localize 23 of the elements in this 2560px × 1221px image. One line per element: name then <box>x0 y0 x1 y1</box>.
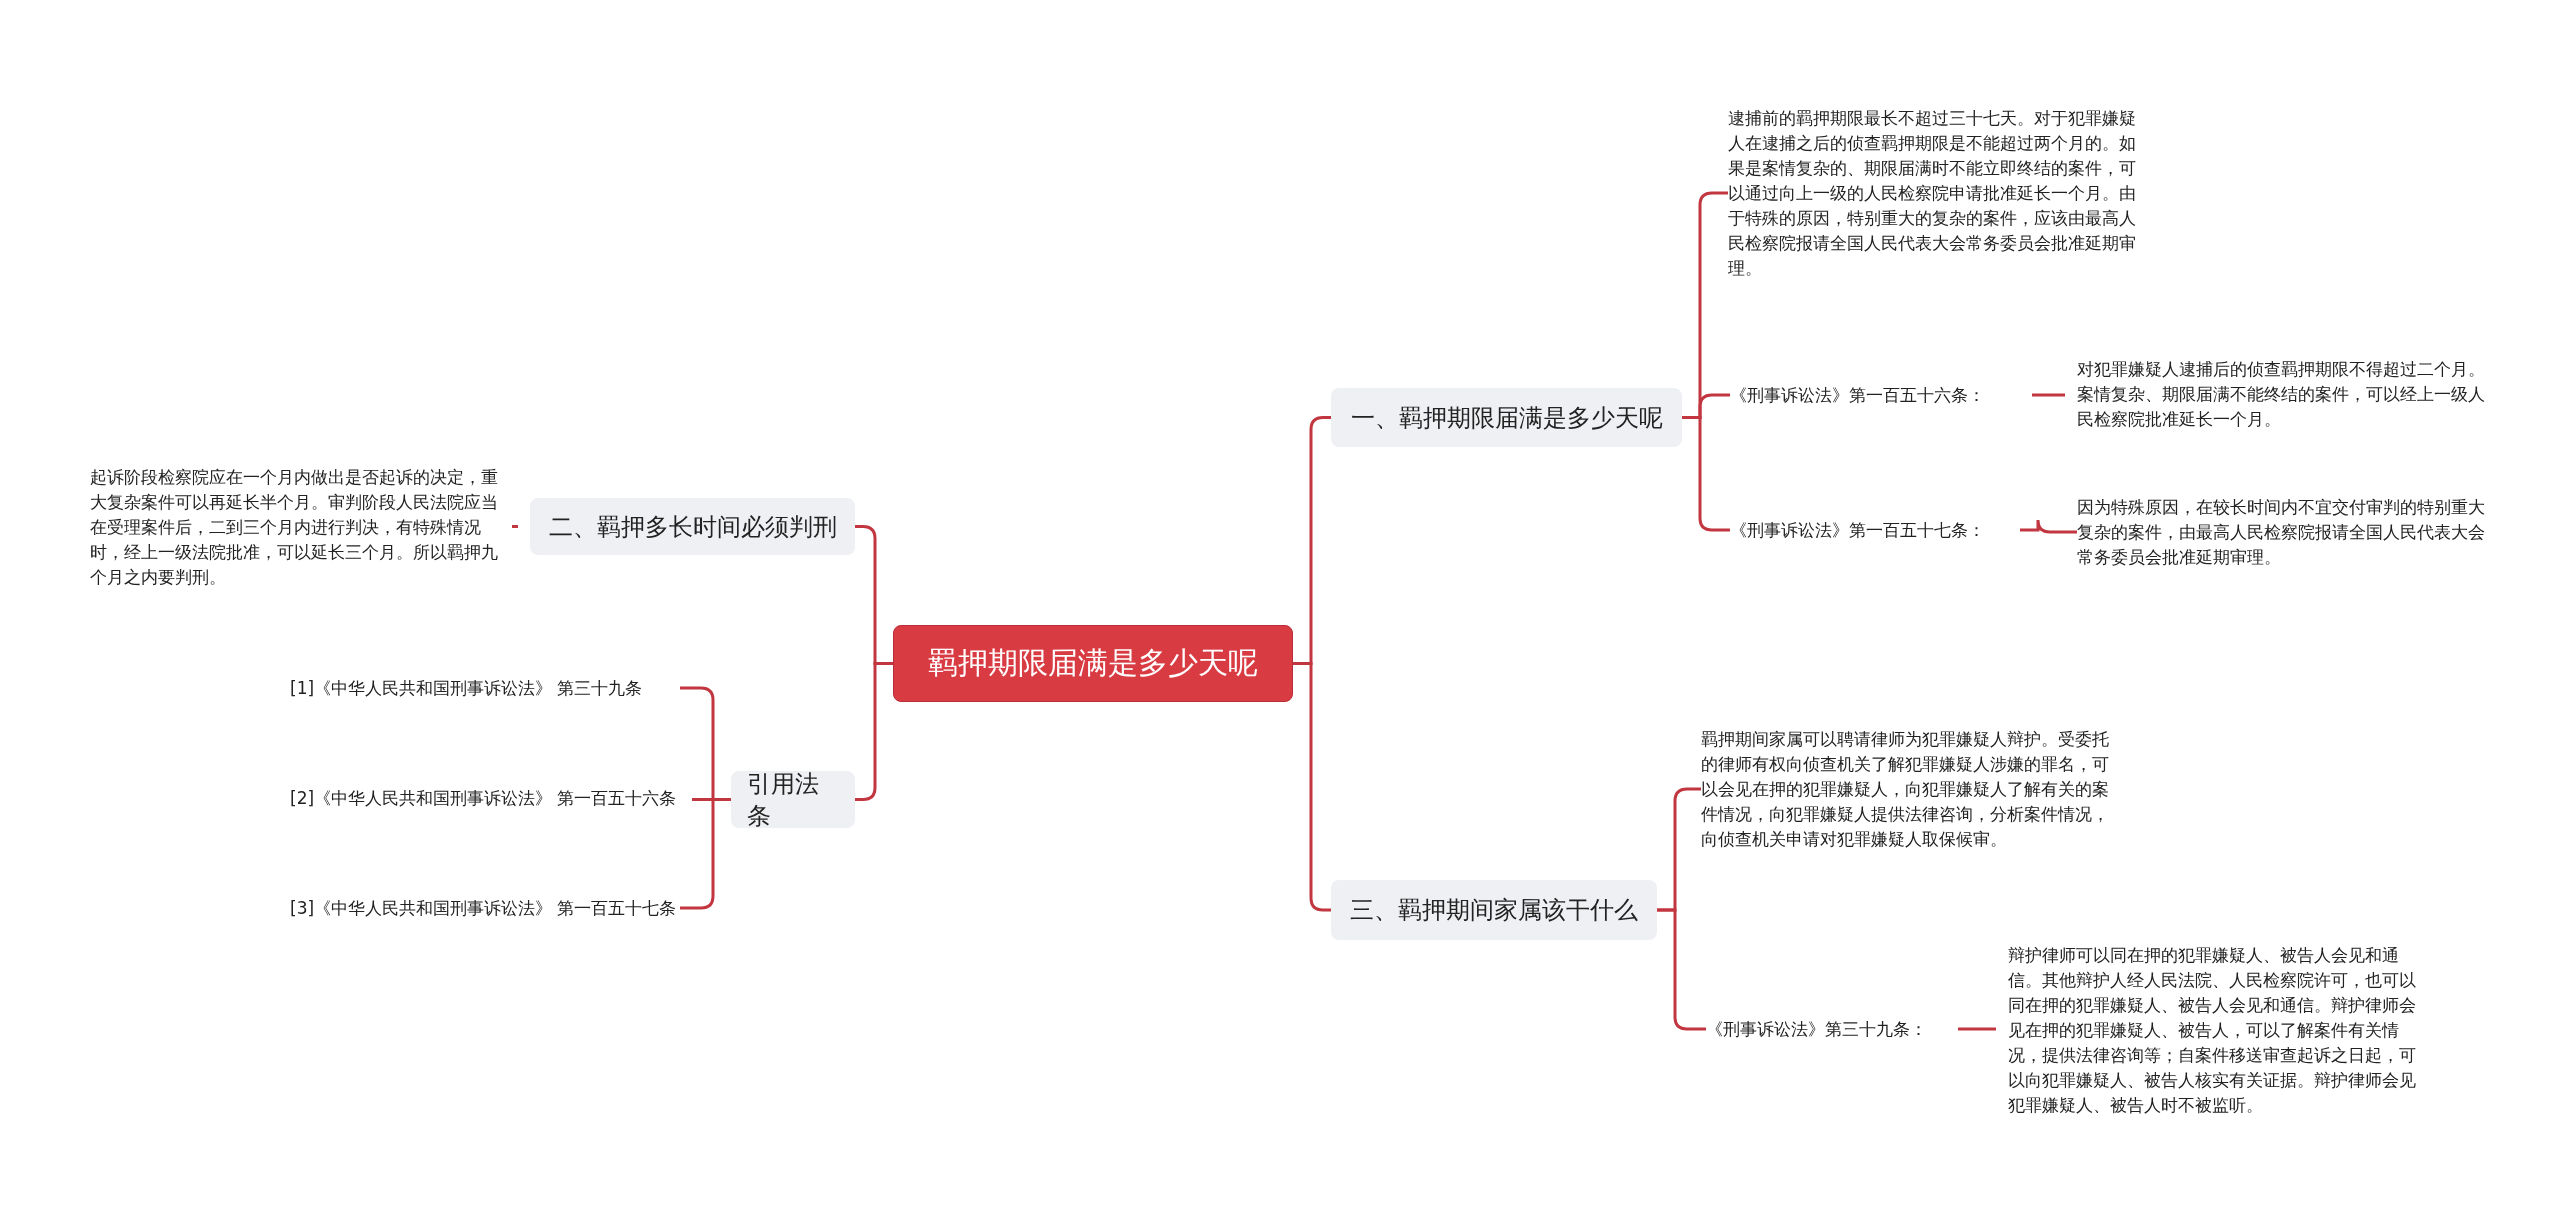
connector-line <box>512 525 518 528</box>
topic-box: 三、羁押期间家属该干什么 <box>1331 880 1657 940</box>
reference-text: 《刑事诉讼法》第一百五十七条： <box>1730 515 2020 545</box>
note-text: 辩护律师可以同在押的犯罪嫌疑人、被告人会见和通信。其他辩护人经人民法院、人民检察院许可，也可以同在押的犯罪嫌疑人、被告人会见和通信。辩护律师会见在押的犯罪嫌疑人、被告人，可以了解案件有关情况，提供法律咨询等；自案件移送审查起诉之日起，可以向犯罪嫌疑人、被告人核实有关证据。辩护律师会见犯罪嫌疑人、被告人时不被监听。 <box>2008 925 2418 1135</box>
connector-line <box>2032 393 2065 397</box>
reference-text: [2]《中华人民共和国刑事诉讼法》 第一百五十六条 <box>290 770 680 826</box>
note-text: 起诉阶段检察院应在一个月内做出是否起诉的决定，重大复杂案件可以再延长半个月。审判阶段人民法院应当在受理案件后，二到三个月内进行判决，有特殊情况时，经上一级法院批准，可以延长三个月。所以羁押九个月之内要判刑。 <box>90 447 500 607</box>
topic-box: 引用法条 <box>731 771 855 828</box>
topic-box: 一、羁押期限届满是多少天呢 <box>1331 388 1682 447</box>
connector-line <box>1958 1027 1996 1031</box>
note-text: 逮捕前的羁押期限最长不超过三十七天。对于犯罪嫌疑人在逮捕之后的侦查羁押期限是不能超过两个月的。如果是案情复杂的、期限届满时不能立即终结的案件，可以通过向上一级的人民检察院申请批准延长一个月。由于特殊的原因，特别重大的复杂的案件，应该由最高人民检察院报请全国人民代表大会常务委员会批准延期审理。 <box>1728 88 2138 298</box>
note-text: 因为特殊原因，在较长时间内不宜交付审判的特别重大复杂的案件，由最高人民检察院报请全国人民代表大会常务委员会批准延期审理。 <box>2077 490 2487 574</box>
central-topic-box: 羁押期限届满是多少天呢 <box>893 625 1293 702</box>
note-text: 羁押期间家属可以聘请律师为犯罪嫌疑人辩护。受委托的律师有权向侦查机关了解犯罪嫌疑人涉嫌的罪名，可以会见在押的犯罪嫌疑人，向犯罪嫌疑人了解有关的案件情况，向犯罪嫌疑人提供法律咨询，分析案件情况，向侦查机关申请对犯罪嫌疑人取保候审。 <box>1701 710 2111 868</box>
reference-text: 《刑事诉讼法》第三十九条： <box>1706 1014 1946 1044</box>
note-text: 对犯罪嫌疑人逮捕后的侦查羁押期限不得超过二个月。案情复杂、期限届满不能终结的案件，可以经上一级人民检察院批准延长一个月。 <box>2077 352 2487 436</box>
reference-text: [3]《中华人民共和国刑事诉讼法》 第一百五十七条 <box>290 880 680 936</box>
reference-text: [1]《中华人民共和国刑事诉讼法》 第三十九条 <box>290 660 680 716</box>
connector-line <box>1293 662 1331 912</box>
reference-text: 《刑事诉讼法》第一百五十六条： <box>1730 380 2020 410</box>
connector-line <box>855 662 893 801</box>
connector-line <box>2020 518 2077 534</box>
topic-box: 二、羁押多长时间必须判刑 <box>530 498 855 555</box>
